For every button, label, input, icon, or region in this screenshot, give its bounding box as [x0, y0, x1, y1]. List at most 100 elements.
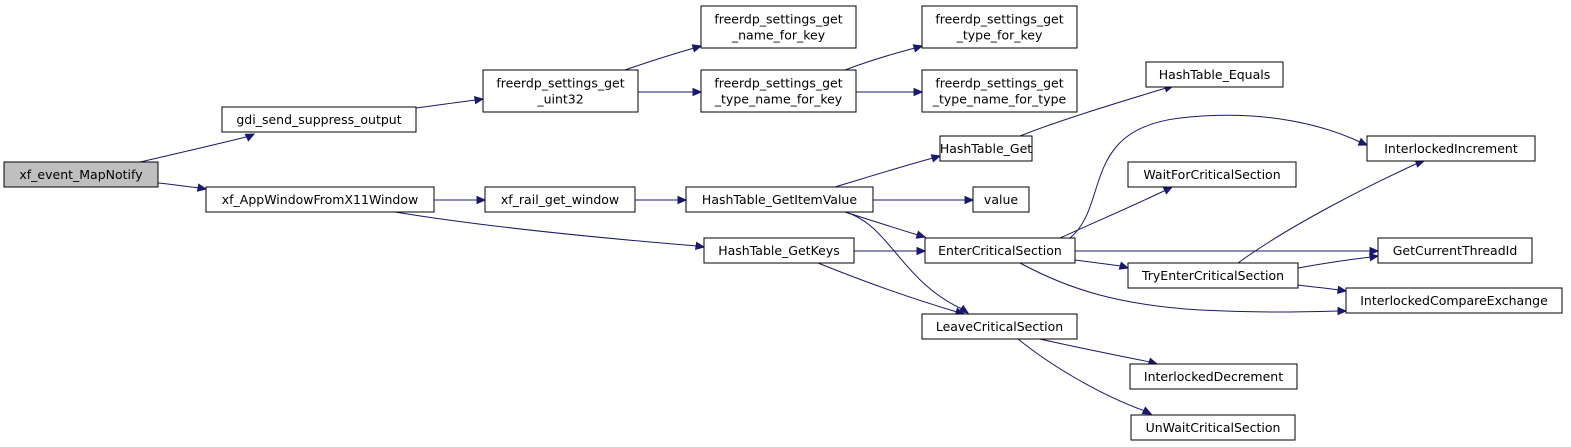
edge-HashTable_GetItemValue-to-LeaveCriticalSection	[844, 211, 970, 314]
edge-line	[1237, 162, 1419, 264]
node-label: freerdp_settings_get	[714, 12, 842, 27]
edge-line	[1017, 338, 1146, 412]
edge-TryEnterCriticalSection-to-InterlockedCompareExchange	[1297, 284, 1348, 294]
node-label: _type_for_key	[956, 28, 1043, 43]
edge-line	[139, 135, 251, 163]
node-freerdp_settings_get_uint32[interactable]: freerdp_settings_get_uint32	[482, 69, 639, 113]
node-HashTable_Get[interactable]: HashTable_Get	[939, 135, 1033, 162]
edge-line	[844, 211, 919, 236]
edge-line	[1059, 189, 1167, 239]
edge-arrowhead	[677, 195, 688, 205]
node-xf_event_MapNotify: xf_event_MapNotify	[3, 161, 159, 188]
call-nodes: xf_event_MapNotify gdi_send_suppress_outp…	[3, 5, 1563, 441]
node-label: freerdp_settings_get	[935, 76, 1063, 91]
edge-arrowhead	[1337, 306, 1348, 316]
node-box	[921, 313, 1078, 340]
edge-line	[1019, 87, 1167, 137]
edge-arrowhead	[1141, 406, 1153, 415]
edge-freerdp_settings_get_type_name_for_key-to-freerdp_settings_get_type_name_for_type	[856, 87, 924, 97]
node-xf_rail_get_window[interactable]: xf_rail_get_window	[484, 186, 636, 213]
node-label: HashTable_GetKeys	[718, 243, 840, 258]
edge-HashTable_GetKeys-to-LeaveCriticalSection	[817, 262, 966, 316]
node-InterlockedCompareExchange[interactable]: InterlockedCompareExchange	[1345, 287, 1563, 314]
edge-xf_AppWindowFromX11Window-to-HashTable_GetKeys	[394, 211, 706, 250]
node-GetCurrentThreadId[interactable]: GetCurrentThreadId	[1377, 237, 1533, 264]
node-xf_AppWindowFromX11Window[interactable]: xf_AppWindowFromX11Window	[205, 186, 435, 213]
node-freerdp_settings_get_name_for_key[interactable]: freerdp_settings_get_name_for_key	[700, 5, 857, 49]
edge-arrowhead	[930, 154, 942, 163]
edge-line	[1297, 284, 1340, 291]
node-box	[1127, 161, 1297, 188]
node-label: xf_event_MapNotify	[19, 167, 143, 182]
node-gdi_send_suppress_output[interactable]: gdi_send_suppress_output	[221, 106, 417, 133]
edge-xf_rail_get_window-to-HashTable_GetItemValue	[635, 195, 688, 205]
edge-xf_event_MapNotify-to-gdi_send_suppress_output	[139, 133, 256, 163]
node-label: freerdp_settings_get	[935, 12, 1063, 27]
node-label: HashTable_Equals	[1159, 67, 1270, 82]
edge-freerdp_settings_get_uint32-to-freerdp_settings_get_name_for_key	[624, 44, 703, 71]
edge-HashTable_GetItemValue-to-value	[873, 195, 975, 205]
node-label: HashTable_Get	[940, 141, 1032, 156]
node-label: InterlockedDecrement	[1144, 369, 1283, 384]
node-freerdp_settings_get_type_name_for_key[interactable]: freerdp_settings_get_type_name_for_key	[700, 69, 857, 113]
node-InterlockedDecrement[interactable]: InterlockedDecrement	[1129, 363, 1298, 390]
node-TryEnterCriticalSection[interactable]: TryEnterCriticalSection	[1127, 262, 1299, 289]
node-box	[1130, 414, 1296, 441]
edge-arrowhead	[473, 96, 485, 105]
edge-arrowhead	[692, 87, 703, 97]
node-box	[1145, 61, 1284, 88]
node-label: _type_name_for_type	[932, 92, 1067, 107]
node-LeaveCriticalSection[interactable]: LeaveCriticalSection	[921, 313, 1078, 340]
edge-TryEnterCriticalSection-to-GetCurrentThreadId	[1297, 253, 1380, 269]
edge-HashTable_GetItemValue-to-HashTable_Get	[834, 154, 942, 188]
edge-line	[1019, 262, 1340, 313]
node-EnterCriticalSection[interactable]: EnterCriticalSection	[924, 237, 1076, 264]
edge-line	[1069, 114, 1361, 239]
node-box	[484, 186, 636, 213]
node-box	[221, 106, 417, 133]
node-box	[3, 161, 159, 188]
node-box	[205, 186, 435, 213]
edge-line	[1039, 338, 1151, 363]
edge-line	[1297, 256, 1372, 269]
node-box	[1377, 237, 1533, 264]
edge-arrowhead	[1162, 186, 1174, 195]
edge-arrowhead	[912, 44, 924, 53]
edge-arrowhead	[1118, 261, 1130, 270]
node-label: GetCurrentThreadId	[1393, 243, 1518, 258]
edge-arrowhead	[1357, 137, 1369, 146]
edge-line	[817, 262, 958, 313]
edge-line	[157, 182, 201, 189]
node-box	[685, 186, 874, 213]
node-box	[1127, 262, 1299, 289]
node-box	[1345, 287, 1563, 314]
node-HashTable_Equals[interactable]: HashTable_Equals	[1145, 61, 1284, 88]
edge-line	[834, 157, 934, 188]
edge-line	[415, 99, 477, 109]
node-label: _name_for_key	[731, 28, 826, 43]
node-InterlockedIncrement[interactable]: InterlockedIncrement	[1366, 135, 1536, 162]
node-label: gdi_send_suppress_output	[236, 112, 401, 127]
node-WaitForCriticalSection[interactable]: WaitForCriticalSection	[1127, 161, 1297, 188]
edge-gdi_send_suppress_output-to-freerdp_settings_get_uint32	[415, 96, 485, 109]
node-label: xf_rail_get_window	[501, 192, 619, 207]
node-box	[924, 237, 1076, 264]
edge-arrowhead	[1369, 246, 1380, 256]
edge-HashTable_GetKeys-to-EnterCriticalSection	[854, 246, 927, 256]
node-UnWaitCriticalSection[interactable]: UnWaitCriticalSection	[1130, 414, 1296, 441]
edge-arrowhead	[1368, 253, 1380, 262]
node-box	[921, 69, 1078, 113]
node-freerdp_settings_get_type_name_for_type[interactable]: freerdp_settings_get_type_name_for_type	[921, 69, 1078, 113]
edge-arrowhead	[196, 183, 208, 192]
node-label: EnterCriticalSection	[938, 243, 1062, 258]
node-value[interactable]: value	[972, 186, 1030, 213]
node-HashTable_GetItemValue[interactable]: HashTable_GetItemValue	[685, 186, 874, 213]
node-HashTable_GetKeys[interactable]: HashTable_GetKeys	[703, 237, 855, 264]
node-label: InterlockedCompareExchange	[1360, 293, 1548, 308]
edge-arrowhead	[694, 241, 706, 250]
edge-xf_event_MapNotify-to-xf_AppWindowFromX11Window	[157, 182, 208, 192]
node-freerdp_settings_get_type_for_key[interactable]: freerdp_settings_get_type_for_key	[921, 5, 1078, 49]
node-box	[972, 186, 1030, 213]
edge-line	[624, 47, 695, 71]
